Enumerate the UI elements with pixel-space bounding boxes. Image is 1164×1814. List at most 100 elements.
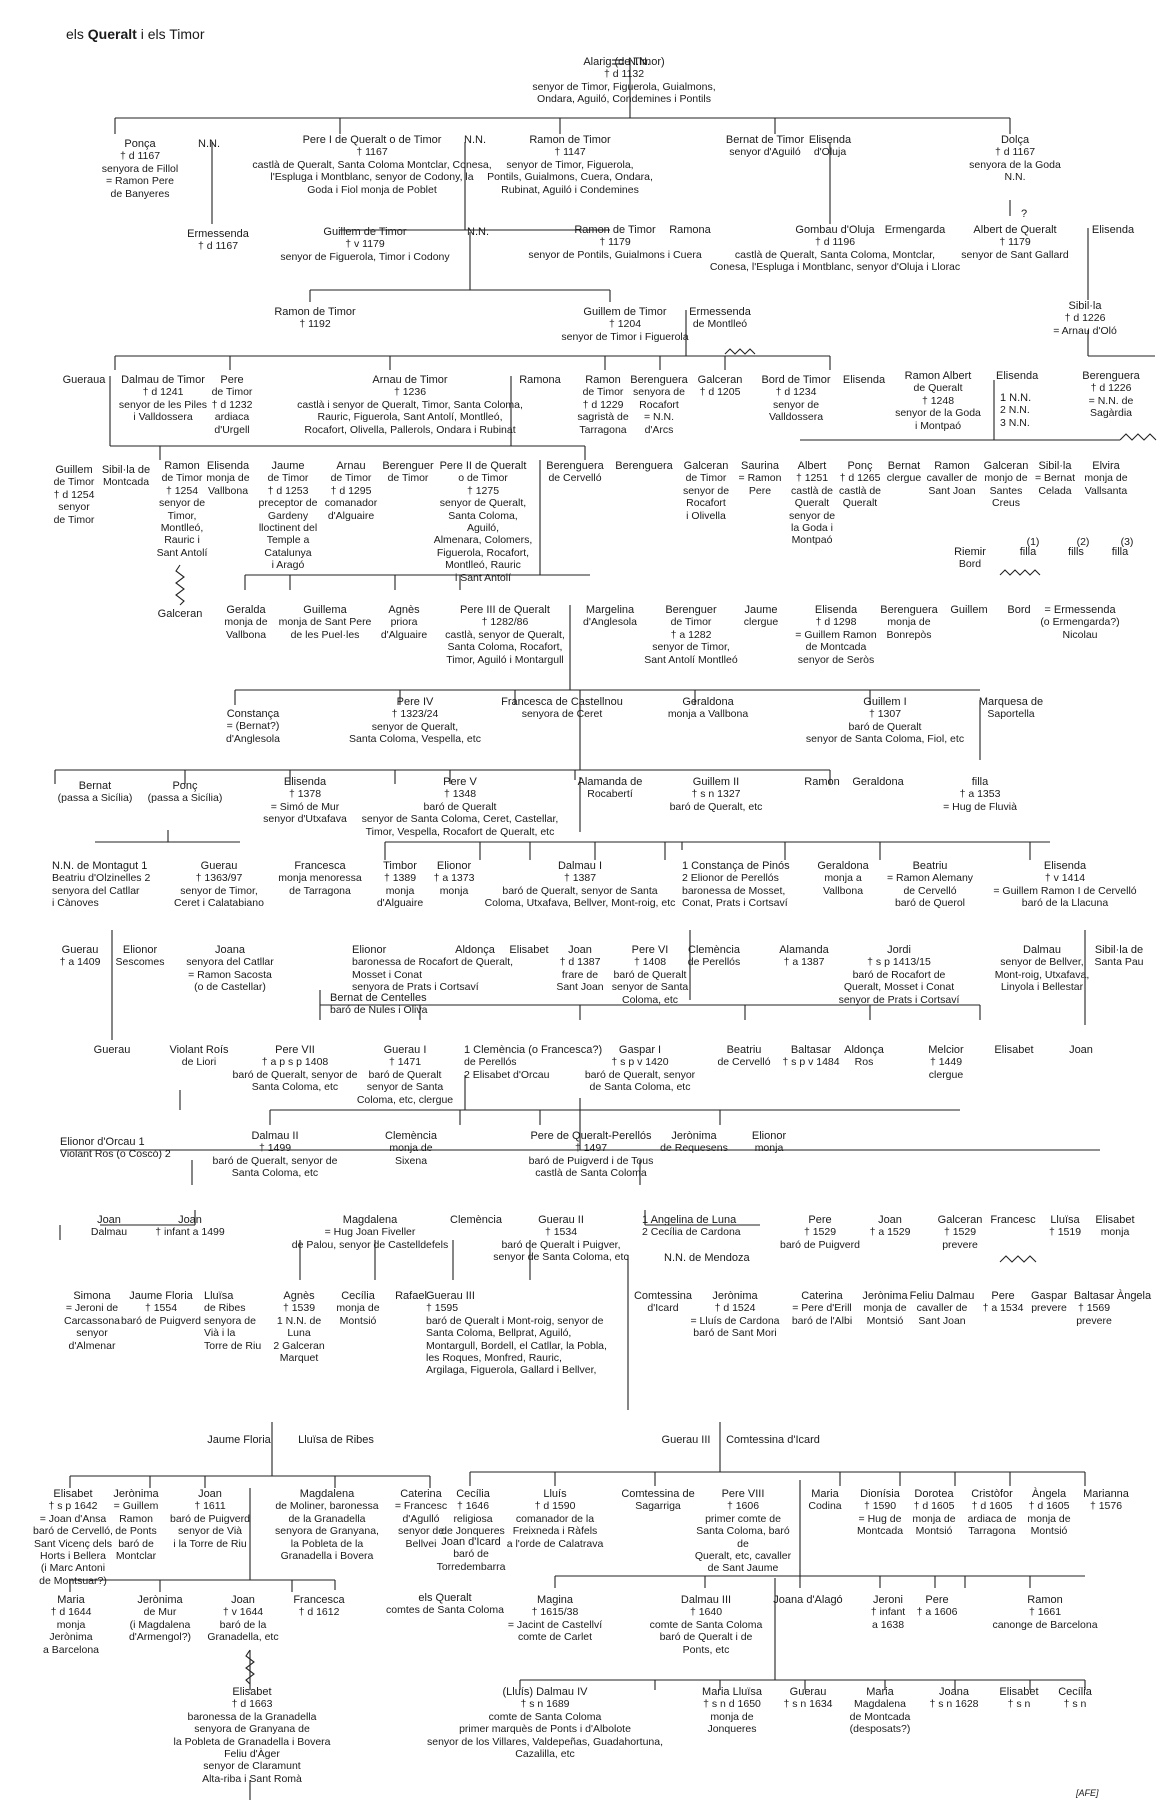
person-name: Cecília (341, 1290, 375, 1302)
person-name: Berenguer (665, 604, 717, 616)
person-detail: comte de Carlet (517, 1631, 593, 1644)
person-detail: monja de Sant Pere (278, 616, 372, 629)
person-name: Elionor (122, 944, 158, 956)
person-detail: senyor de (788, 509, 836, 522)
person-detail: monja de (912, 1512, 956, 1525)
person-detail: Sant Joan (556, 981, 604, 994)
person-name: Pere VII (275, 1044, 315, 1056)
person-detail: Gardeny (267, 509, 309, 522)
person-detail: Horts i Bellera (40, 1550, 106, 1563)
person-name: Àngela (1031, 1488, 1067, 1500)
person-detail: Catalunya (264, 546, 312, 559)
person-detail: monjo de (984, 472, 1028, 485)
person-detail: d'Alguaire (376, 897, 424, 910)
person-detail: de Cervelló (903, 884, 957, 897)
person-name: Elisenda (808, 134, 852, 146)
person-name: Dalmau II (251, 1130, 299, 1142)
person-name: Ramon (804, 776, 840, 788)
person-detail: Santa Pau (1094, 956, 1144, 969)
person-detail: Rocafort, Olivella, Pallerols, Ondara i … (304, 423, 516, 436)
person-detail: baró de Queralt (613, 968, 687, 981)
person-detail: † s n d 1650 (703, 1698, 761, 1711)
person-detail: † 1519 (1048, 1226, 1082, 1239)
person-detail: de Jonqueres (441, 1525, 505, 1538)
person-detail: (o Ermengarda?) (1040, 616, 1120, 629)
person-detail: castlà de (838, 484, 882, 497)
person-detail: † d 1167 (119, 150, 161, 163)
person-detail: monja (439, 884, 469, 897)
person-detail: l'Espluga i Montblanc, senyor de Codony,… (270, 171, 474, 184)
person-name: Joan (178, 1214, 202, 1226)
person-detail: = Guillem (113, 1500, 159, 1513)
person-detail: senyor de la Goda (895, 407, 981, 420)
person-name: Pere I de Queralt o de Timor (302, 134, 442, 146)
person-name: Guillem (950, 604, 988, 616)
person-name: Marianna (1083, 1488, 1129, 1500)
person-nn: N.N. (458, 226, 498, 238)
person-detail: castlà de Queralt, Santa Coloma Montclar… (252, 158, 492, 171)
person-detail: i Montpaó (914, 419, 962, 432)
person-detail: Conat, Prats i Cortsaví (682, 897, 788, 910)
person-name: 1 Clemència (o Francesca?) (464, 1044, 603, 1056)
person-baltasar-i: Baltasar† s p v 1484 (776, 1044, 846, 1069)
person-name: Lluïsa (204, 1290, 234, 1302)
person-name: Maria (811, 1488, 839, 1500)
person-name: Geraldona (852, 776, 904, 788)
person-detail: † infant a 1499 (155, 1226, 225, 1239)
person-detail: de Perellós (464, 1056, 517, 1069)
person-detail: Santa Coloma, etc (231, 1167, 319, 1180)
person-name: Joan (231, 1594, 255, 1606)
person-detail: Timor, Aguiló i Montargull (446, 653, 564, 666)
person-detail: Bellvei (405, 1537, 437, 1550)
person-name: ? (1020, 208, 1028, 220)
person-detail: Bord (958, 558, 982, 571)
person-guerau-1409: Guerau† a 1409 (52, 944, 108, 969)
person-detail: senyor de Prats i Cortsaví (838, 993, 960, 1006)
person-detail: senyor de (397, 1525, 445, 1538)
person-name: Ramon de Timor (574, 224, 656, 236)
person-ermessenda-1167: Ermessenda† d 1167 (178, 228, 258, 253)
person-name: Jerònima (862, 1290, 908, 1302)
person-detail: Santa Coloma, baró de (696, 1525, 790, 1550)
person-name: Ponç (172, 780, 198, 792)
person-detail: Vallbona (225, 628, 267, 641)
person-name: Joan (198, 1488, 222, 1500)
person-detail: primer comte de (705, 1512, 781, 1525)
person-detail: a 1638 (871, 1618, 905, 1631)
person-detail: Dalmau (90, 1226, 128, 1239)
person-detail: = Simó de Mur (270, 800, 340, 813)
person-detail: 1 N.N. de (276, 1314, 322, 1327)
person-constanca: Constança= (Bernat?)d'Anglesola (208, 708, 298, 745)
person-detail: † 1147 (554, 146, 586, 159)
person-detail: baró de Rocafort de (852, 968, 946, 981)
person-detail: Argilaga, Figuerola, Gallard i Bellver, (426, 1364, 597, 1377)
person-name: Berenguera (615, 460, 673, 472)
person-detail: de Timor (267, 472, 309, 485)
person-detail: † s n 1628 (929, 1698, 979, 1711)
person-name: Elionor (751, 1130, 787, 1142)
person-detail: de la Granadella (288, 1512, 366, 1525)
person-detail: † 1534 (544, 1226, 578, 1239)
marriage-2: (2) (1076, 536, 1090, 548)
person-detail: baró de Queralt i de (659, 1631, 753, 1644)
person-detail: baronessa de Rocafort de Queralt, (352, 956, 514, 969)
